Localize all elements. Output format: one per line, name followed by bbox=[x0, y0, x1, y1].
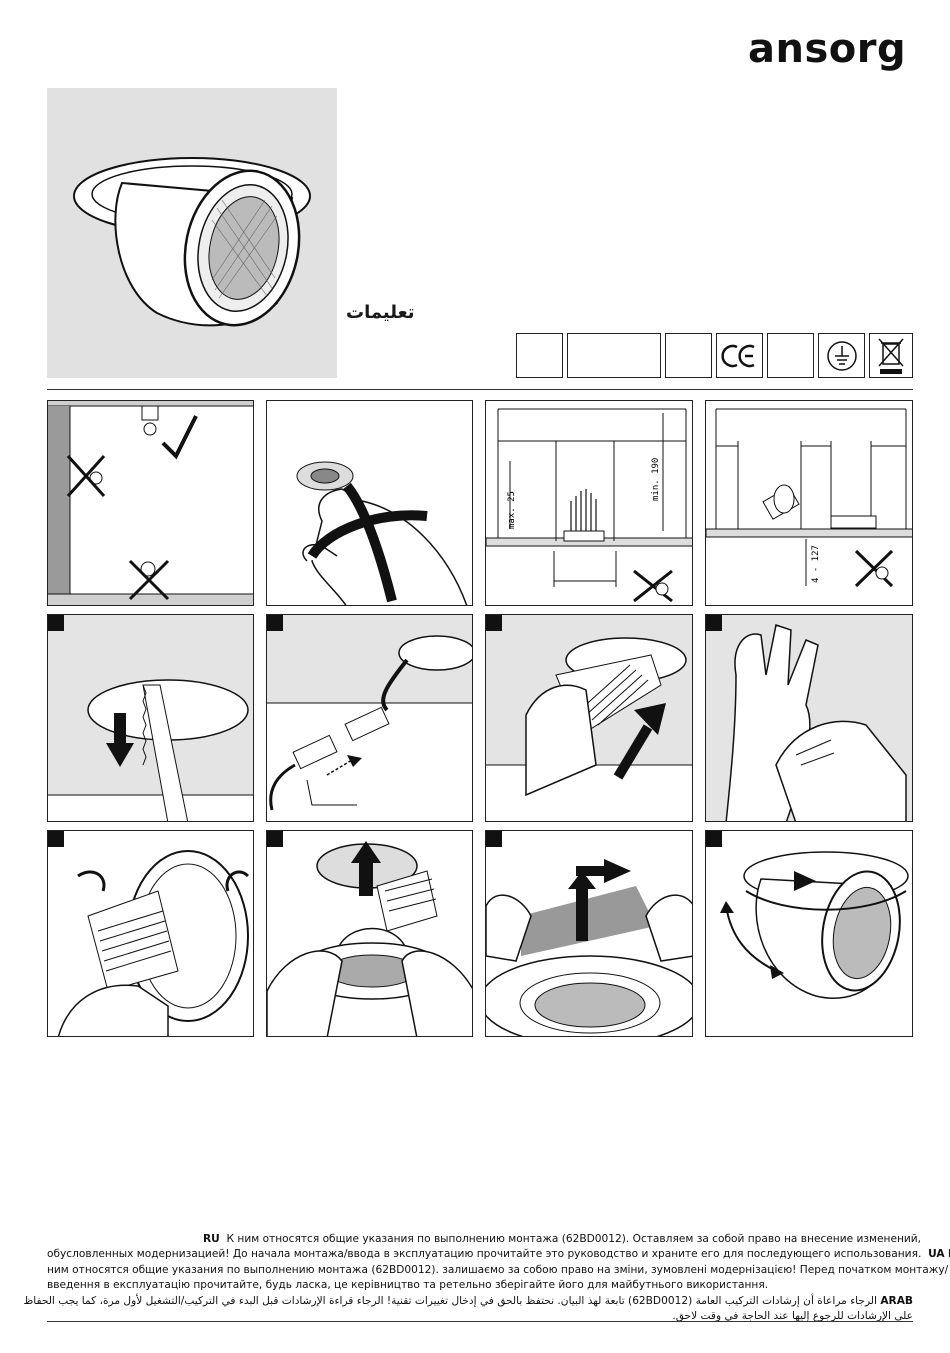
legal-text-block: RU К ним относятся общие указания по вып… bbox=[23, 1232, 950, 1324]
ru-text-2: обусловленных модернизацией! До начала м… bbox=[47, 1248, 922, 1261]
step-marker bbox=[48, 615, 64, 631]
ru-line-1: RU К ним относятся общие указания по вып… bbox=[47, 1232, 921, 1247]
weee-bin-icon bbox=[869, 333, 913, 378]
footer-divider bbox=[47, 1321, 913, 1322]
min-dimension-label: min. 190 bbox=[651, 458, 661, 501]
step-marker bbox=[48, 831, 64, 847]
panel-do-not-touch-led bbox=[266, 400, 473, 606]
ru-line-2: обусловленных модернизацией! До начала м… bbox=[47, 1247, 950, 1262]
step-marker bbox=[706, 615, 722, 631]
ua-text-1: ним относятся общие указания по выполнен… bbox=[47, 1263, 949, 1276]
symbol-box-empty bbox=[516, 333, 563, 378]
ua-line-2: введення в експлуатацію прочитайте, будь… bbox=[47, 1278, 913, 1293]
symbol-box-empty bbox=[767, 333, 814, 378]
panel-step-gloves bbox=[705, 614, 913, 822]
brand-logo: ansorg bbox=[748, 26, 907, 72]
max-dimension-label: max. 25 bbox=[507, 491, 517, 529]
divider-line bbox=[47, 389, 913, 390]
ua-text-start: К bbox=[948, 1248, 950, 1260]
symbol-box-empty bbox=[567, 333, 661, 378]
panel-step-cut-ceiling bbox=[47, 614, 254, 822]
panel-step-lock bbox=[485, 830, 693, 1037]
ua-text-2: введення в експлуатацію прочитайте, будь… bbox=[47, 1279, 769, 1292]
step-marker bbox=[486, 831, 502, 847]
panel-ceiling-dimensions: max. 25 min. 190 bbox=[485, 400, 693, 606]
panel-step-springs bbox=[47, 830, 254, 1037]
arab-code: ARAB bbox=[880, 1294, 913, 1307]
arab-line-1: ARAB الرجاء مراعاة أن إرشادات التركيب ال… bbox=[23, 1294, 913, 1309]
ua-line-1: ним относятся общие указания по выполнен… bbox=[47, 1263, 948, 1278]
ua-code: UA bbox=[928, 1248, 945, 1261]
step-marker bbox=[706, 831, 722, 847]
arab-text-2: على الإرشادات للرجوع إليها عند الحاجة في… bbox=[672, 1310, 913, 1323]
panel-step-push-up bbox=[266, 830, 473, 1037]
product-illustration bbox=[47, 88, 337, 378]
protective-earth-icon bbox=[818, 333, 865, 378]
symbol-box-empty bbox=[665, 333, 712, 378]
step-marker bbox=[267, 615, 283, 631]
arab-line-2: على الإرشادات للرجوع إليها عند الحاجة في… bbox=[47, 1309, 913, 1324]
instructions-title: تعليمات bbox=[346, 302, 415, 323]
range-dimension-label: 4 - 127 bbox=[811, 545, 821, 583]
panel-step-adjust bbox=[705, 830, 913, 1037]
panel-step-connect bbox=[266, 614, 473, 822]
step-marker bbox=[267, 831, 283, 847]
ru-text-1: К ним относятся общие указания по выполн… bbox=[226, 1233, 922, 1245]
panel-installation-clearance: 4 - 127 bbox=[705, 400, 913, 606]
panel-step-insert bbox=[485, 614, 693, 822]
panel-mounting-position bbox=[47, 400, 254, 606]
ce-mark-icon bbox=[716, 333, 763, 378]
step-marker bbox=[486, 615, 502, 631]
ru-code: RU bbox=[203, 1233, 220, 1245]
arab-text-1: الرجاء مراعاة أن إرشادات التركيب العامة … bbox=[23, 1294, 877, 1307]
